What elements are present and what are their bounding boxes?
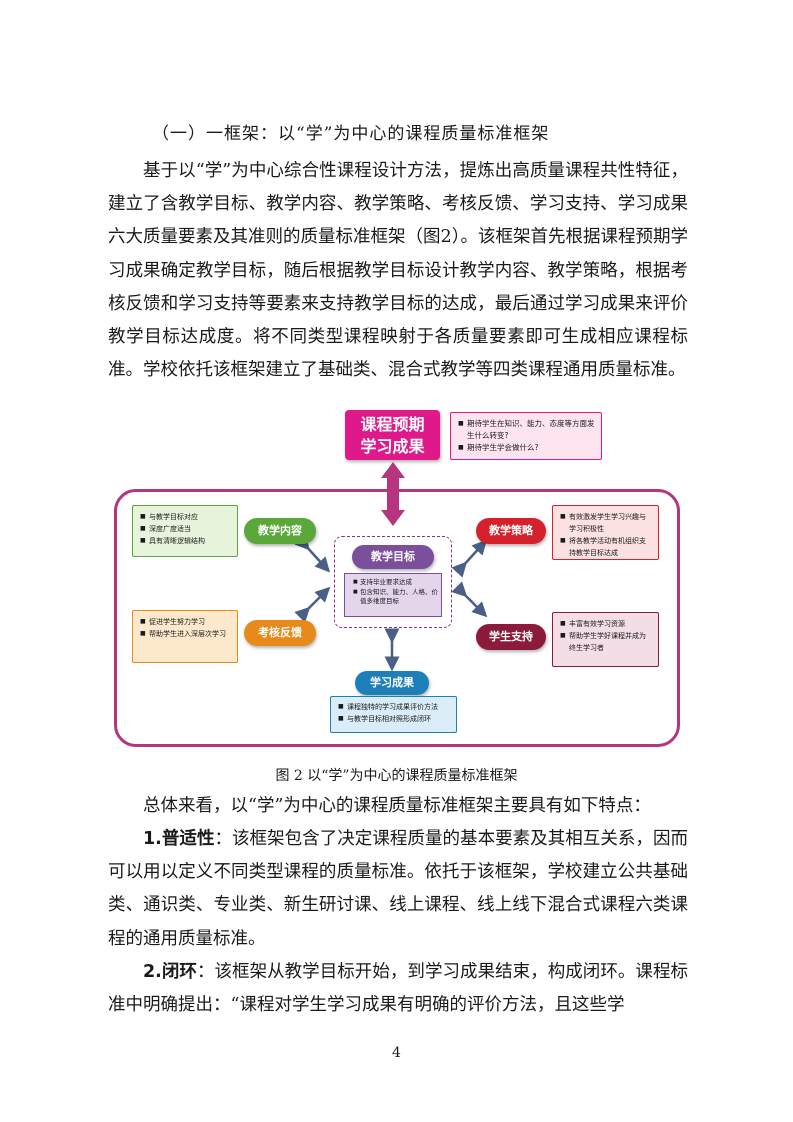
arrow-content bbox=[294, 534, 331, 573]
point1-title: 1.普适性 bbox=[143, 829, 215, 849]
arrow-feedback bbox=[294, 586, 331, 623]
top-double-arrow bbox=[381, 462, 405, 526]
point1-text: ：该框架包含了决定课程质量的基本要素及其相互关系，因而可以用以定义不同类型课程的… bbox=[108, 829, 688, 949]
teaching-goal-box: 支持毕业要求达成 包含知识、能力、人格、价值多维度目标 bbox=[344, 573, 442, 617]
feedback-item: 帮助学生进入深层次学习 bbox=[140, 628, 231, 640]
strategy-item: 将各教学活动有机组织支持教学目标达成 bbox=[560, 535, 652, 559]
outcome-item: 与教学目标相对照形成闭环 bbox=[338, 713, 450, 725]
outcome-item: 课程独特的学习成果评价方法 bbox=[338, 701, 450, 713]
intro-paragraph: 基于以“学”为中心综合性课程设计方法，提炼出高质量课程共性特征，建立了含教学目标… bbox=[108, 161, 688, 381]
strategy-pill: 教学策略 bbox=[476, 518, 546, 544]
point2-paragraph: 2.闭环：该框架从教学目标开始，到学习成果结束，构成闭环。课程标准中明确提出：“… bbox=[108, 956, 688, 1022]
expected-outcome-line2: 学习成果 bbox=[360, 437, 425, 456]
center-dashed-frame bbox=[334, 536, 452, 628]
support-pill: 学生支持 bbox=[476, 624, 546, 650]
goal-item: 包含知识、能力、人格、价值多维度目标 bbox=[353, 588, 438, 607]
note-item: 期待学生学会做什么? bbox=[458, 442, 595, 454]
strategy-note: 有效激发学生学习兴趣与学习积极性 将各教学活动有机组织支持教学目标达成 bbox=[552, 505, 659, 560]
content-pill: 教学内容 bbox=[244, 518, 316, 544]
feedback-note: 促进学生努力学习 帮助学生进入深层次学习 bbox=[132, 610, 238, 663]
note-item: 期待学生在知识、能力、态度等方面发生什么转变? bbox=[458, 418, 595, 442]
content-item: 与教学目标对应 bbox=[140, 511, 231, 523]
expected-outcome-box: 课程预期 学习成果 bbox=[345, 410, 440, 460]
strategy-item: 有效激发学生学习兴趣与学习积极性 bbox=[560, 511, 652, 535]
figure-caption: 图 2 以“学”为中心的课程质量标准框架 bbox=[275, 768, 518, 784]
page-number: 4 bbox=[392, 1045, 401, 1061]
support-note: 丰富有效学习资源 帮助学生学好课程并成为终生学习者 bbox=[552, 612, 659, 667]
arrow-strategy bbox=[451, 539, 488, 578]
support-item: 丰富有效学习资源 bbox=[560, 618, 652, 630]
support-item: 帮助学生学好课程并成为终生学习者 bbox=[560, 630, 652, 654]
expected-outcome-note: 期待学生在知识、能力、态度等方面发生什么转变? 期待学生学会做什么? bbox=[450, 412, 602, 460]
summary-paragraph: 总体来看，以“学”为中心的课程质量标准框架主要具有如下特点： bbox=[143, 796, 651, 816]
teaching-goal-pill: 教学目标 bbox=[352, 545, 434, 569]
expected-outcome-line1: 课程预期 bbox=[360, 415, 425, 434]
content-item: 具有清晰逻辑结构 bbox=[140, 535, 231, 547]
point1-paragraph: 1.普适性：该框架包含了决定课程质量的基本要素及其相互关系，因而可以用以定义不同… bbox=[108, 823, 688, 956]
content-note: 与教学目标对应 深度广度适当 具有清晰逻辑结构 bbox=[132, 505, 238, 557]
point2-title: 2.闭环 bbox=[143, 962, 197, 982]
feedback-pill: 考核反馈 bbox=[244, 620, 316, 646]
outcome-pill: 学习成果 bbox=[355, 671, 429, 695]
point2-text: ：该框架从教学目标开始，到学习成果结束，构成闭环。课程标准中明确提出：“课程对学… bbox=[108, 962, 689, 1016]
content-item: 深度广度适当 bbox=[140, 523, 231, 535]
feedback-item: 促进学生努力学习 bbox=[140, 616, 231, 628]
arrow-support bbox=[451, 581, 488, 618]
goal-item: 支持毕业要求达成 bbox=[353, 578, 438, 588]
outcome-note: 课程独特的学习成果评价方法 与教学目标相对照形成闭环 bbox=[330, 696, 457, 733]
section-heading: （一）一框架：以“学”为中心的课程质量标准框架 bbox=[152, 124, 550, 144]
